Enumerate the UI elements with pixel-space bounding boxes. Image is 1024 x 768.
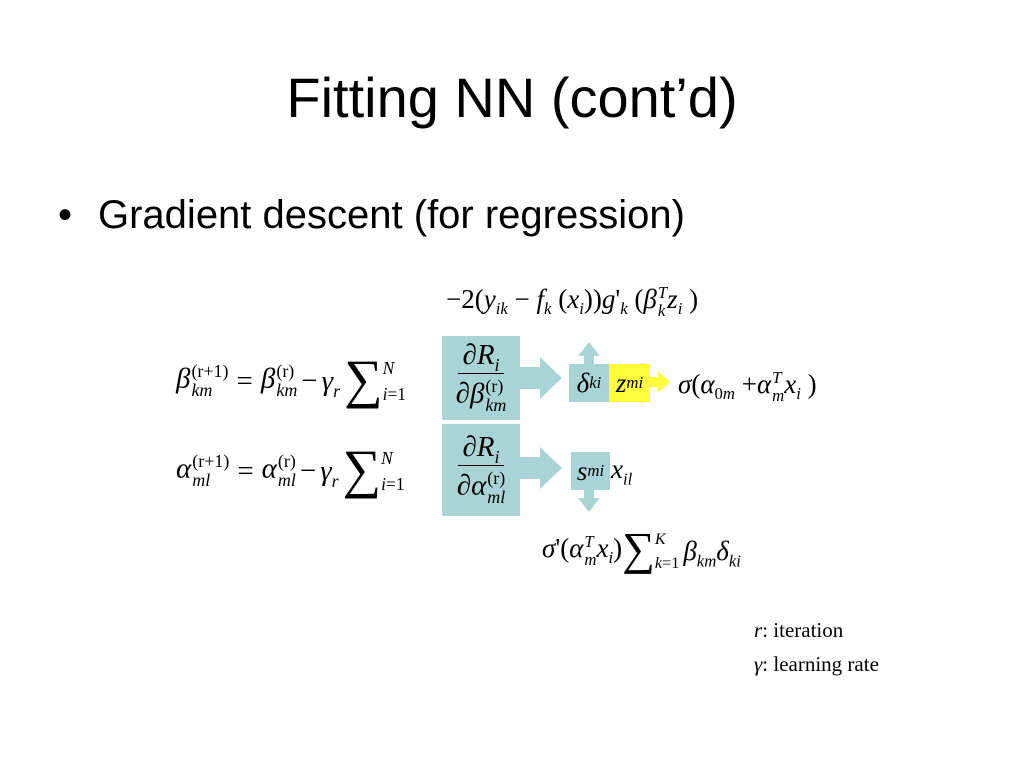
arrow-right-row1 xyxy=(520,357,562,399)
arrow-down xyxy=(578,490,600,512)
note-gamma-label: : learning rate xyxy=(762,652,879,676)
note-gamma-symbol: γ xyxy=(754,652,763,676)
arrow-right-row2 xyxy=(520,447,562,489)
bullet-marker: • xyxy=(58,193,73,237)
bullet-item: • Gradient descent (for regression) xyxy=(58,190,685,240)
note-r-symbol: r xyxy=(754,618,763,642)
note-iteration: r: iteration xyxy=(754,618,843,643)
slide-title: Fitting NN (cont’d) xyxy=(286,66,738,129)
note-learning-rate: γ: learning rate xyxy=(754,652,879,677)
arrow-right-yellow xyxy=(650,371,670,393)
beta-gradient-box: ∂Ri∂β(r)km xyxy=(442,336,520,420)
bullet-text: Gradient descent (for regression) xyxy=(98,193,685,237)
note-r-label: : iteration xyxy=(762,618,844,642)
arrow-up xyxy=(578,342,600,364)
x-term: xil xyxy=(611,454,633,489)
alpha-gradient-box: ∂Ri∂α(r)ml xyxy=(442,424,520,516)
